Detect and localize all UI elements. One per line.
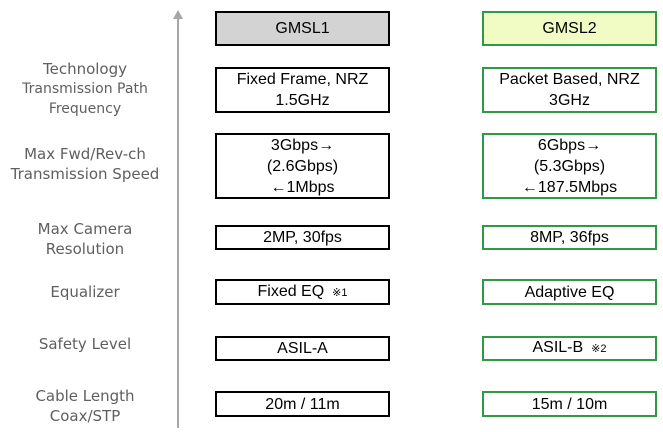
row-label-line: Transmission Speed [10,165,160,183]
row-label-equalizer: Equalizer [0,282,170,302]
gmsl2-equalizer-text: Adaptive EQ [524,283,615,301]
gmsl2-safety-box: ASIL-B ※2 [482,336,657,361]
gmsl1-cable-text: 20m / 11m [265,395,340,413]
row-label-cable: Cable Length Coax/STP [0,386,170,426]
row-label-safety: Safety Level [0,334,170,354]
gmsl2-technology-box: Packet Based, NRZ 3GHz [482,67,657,113]
row-label-line: Coax/STP [49,407,121,425]
gmsl1-equalizer-text: Fixed EQ [257,282,325,300]
gmsl2-technology-line: Packet Based, NRZ [499,71,640,88]
gmsl1-speed-box: 3Gbps→ (2.6Gbps) ←1Mbps [215,133,390,199]
gmsl2-header: GMSL2 [482,11,657,46]
gmsl2-speed-line: ←187.5Mbps [521,178,618,196]
row-label-technology: Technology Transmission Path Frequency [0,59,170,119]
row-label-line: Cable Length [35,387,135,405]
gmsl1-safety-text: ASIL-A [277,340,328,357]
vertical-axis-line [177,18,179,428]
gmsl1-technology-line: 1.5GHz [275,92,330,109]
gmsl1-equalizer-line: Fixed EQ ※1 [257,281,347,304]
gmsl2-resolution-text: 8MP, 36fps [530,229,609,246]
gmsl1-equalizer-box: Fixed EQ ※1 [215,279,390,305]
gmsl1-speed-line: 3Gbps→ [270,136,335,154]
gmsl1-technology-line: Fixed Frame, NRZ [236,71,369,88]
gmsl1-header-text: GMSL1 [275,20,330,37]
gmsl1-resolution-box: 2MP, 30fps [215,225,390,250]
gmsl1-technology-box: Fixed Frame, NRZ 1.5GHz [215,67,390,113]
gmsl1-speed-line: ←1Mbps [270,178,335,196]
gmsl2-resolution-box: 8MP, 36fps [482,225,657,250]
row-label-line: Technology [42,60,128,78]
gmsl2-technology-line: 3GHz [549,92,590,109]
row-label-line: Equalizer [50,283,120,301]
row-label-line: Frequency [48,101,122,117]
gmsl1-header: GMSL1 [215,11,390,46]
gmsl2-safety-footnote: ※2 [591,343,607,355]
gmsl2-cable-box: 15m / 10m [482,391,657,417]
gmsl2-equalizer-box: Adaptive EQ [482,279,657,305]
row-label-line: Safety Level [38,335,132,353]
gmsl1-speed-line: (2.6Gbps) [266,157,339,175]
gmsl2-speed-line: 6Gbps→ [537,136,602,154]
gmsl2-header-text: GMSL2 [542,20,597,37]
row-label-line: Resolution [45,240,125,258]
gmsl2-safety-line: ASIL-B ※2 [532,337,606,360]
gmsl1-cable-box: 20m / 11m [215,391,390,417]
row-label-line: Transmission Path [22,81,148,97]
gmsl2-speed-line: (5.3Gbps) [533,157,606,175]
row-label-line: Max Fwd/Rev-ch [24,145,146,163]
gmsl2-safety-text: ASIL-B [532,339,584,356]
gmsl1-safety-box: ASIL-A [215,336,390,361]
gmsl2-speed-box: 6Gbps→ (5.3Gbps) ←187.5Mbps [482,133,657,199]
gmsl1-resolution-text: 2MP, 30fps [263,229,342,246]
row-label-resolution: Max Camera Resolution [0,219,170,259]
row-label-line: Max Camera [37,220,133,238]
gmsl2-cable-text: 15m / 10m [531,395,608,413]
axis-arrowhead-icon [173,10,183,19]
gmsl1-equalizer-footnote: ※1 [332,286,348,299]
row-label-speed: Max Fwd/Rev-ch Transmission Speed [0,144,170,184]
